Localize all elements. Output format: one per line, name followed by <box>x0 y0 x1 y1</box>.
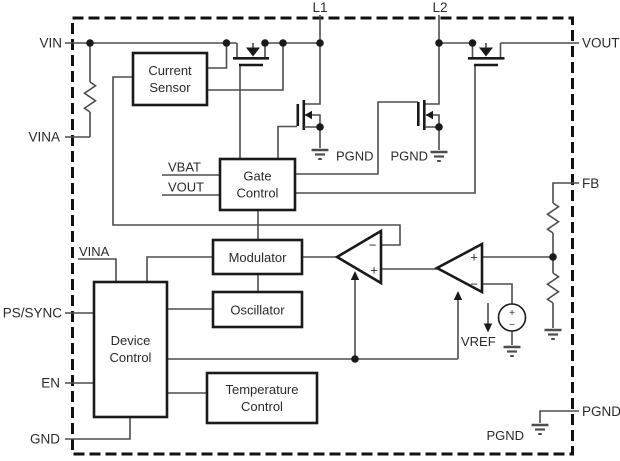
wire-nmos2-gate <box>295 101 418 175</box>
wires <box>65 15 579 440</box>
nmos2-drain <box>425 43 440 105</box>
wire-comp2-to-vref <box>482 283 513 304</box>
wire-pgnd-pin <box>539 410 579 423</box>
fet1-body-diode-icon <box>246 47 260 57</box>
net-vbat: VBAT <box>168 160 201 175</box>
pin-labels: VIN VINA PS/SYNC EN GND L1 L2 VOUT FB PG… <box>3 0 620 447</box>
wire-current-sense-to-comparator <box>112 76 401 246</box>
nmos2-icon <box>417 43 449 163</box>
comp2-plus-sign: + <box>470 250 478 265</box>
vref-source-icon <box>497 303 527 332</box>
pgnd2-ground-icon <box>429 150 449 163</box>
net-vout: VOUT <box>168 180 204 195</box>
comparator2-icon <box>434 241 484 295</box>
net-pgnd-right: PGND <box>390 149 428 164</box>
wire-fb-divider <box>552 182 579 328</box>
comp2-minus-sign: − <box>470 277 478 292</box>
net-labels: VBAT VOUT VINA PGND PGND PGND <box>79 149 524 444</box>
block-modulator: Modulator <box>211 238 304 276</box>
vref-source: + − VREF <box>461 303 527 358</box>
nmos1-icon <box>296 43 330 161</box>
error-amplifier: + − <box>434 241 484 300</box>
wire-sense-tap-1 <box>207 43 228 69</box>
net-vina: VINA <box>79 244 110 259</box>
comp1-enable-arrow-icon <box>350 271 360 280</box>
nmos2-body-arrow-icon <box>425 110 433 120</box>
comp1-minus-sign: − <box>369 238 377 253</box>
vref-plus-sign: + <box>509 308 515 319</box>
pgnd-bottom-ground-icon <box>530 423 550 436</box>
modulator-label: Modulator <box>229 250 287 265</box>
pin-vina: VINA <box>28 130 60 145</box>
vref-down-arrow-icon <box>483 323 493 333</box>
device-boundary <box>71 16 574 456</box>
resistor-fb-bottom <box>546 272 560 304</box>
oscillator-label: Oscillator <box>230 303 285 318</box>
wire-fet2-gate <box>295 65 476 194</box>
nmos1-body-arrow-icon <box>304 110 312 120</box>
nmos2-source <box>425 126 440 150</box>
fet2-body-diode-icon <box>479 47 493 57</box>
junction-dots <box>86 39 557 363</box>
net-pgnd-bottom: PGND <box>486 428 524 443</box>
wire-vina-divider <box>65 43 91 138</box>
comp1-plus-sign: + <box>370 263 378 278</box>
comparator1-icon <box>334 228 383 286</box>
pin-en: EN <box>41 376 60 391</box>
vref-label: VREF <box>461 334 496 349</box>
pgnd1-ground-icon <box>310 148 330 161</box>
wire-sense-tap-2 <box>207 43 284 91</box>
fb-ground-icon <box>543 328 563 341</box>
pwm-comparator: − + <box>334 228 383 286</box>
block-oscillator: Oscillator <box>211 290 304 329</box>
pin-l2: L2 <box>432 0 447 15</box>
vref-minus-sign: − <box>509 320 515 331</box>
resistor-fb-top <box>546 202 560 234</box>
pin-ps-sync: PS/SYNC <box>3 306 63 321</box>
pin-l1: L1 <box>312 0 327 15</box>
wire-vina-internal <box>78 258 117 282</box>
pin-vin: VIN <box>39 36 62 51</box>
pin-gnd: GND <box>30 432 60 447</box>
nmos1-drain <box>304 43 321 105</box>
pin-fb: FB <box>582 176 599 191</box>
vref-ground-icon <box>502 345 522 358</box>
comp2-enable-arrow-icon <box>453 291 463 300</box>
nmos1-source <box>304 126 321 148</box>
pin-vout: VOUT <box>582 36 620 51</box>
wire-nmos1-gate <box>277 125 297 159</box>
resistor-vina <box>83 81 97 113</box>
wire-device-to-modulator <box>146 256 213 282</box>
net-pgnd-left: PGND <box>336 149 374 164</box>
pin-pgnd: PGND <box>582 404 620 419</box>
wire-gnd-pin <box>65 417 131 440</box>
